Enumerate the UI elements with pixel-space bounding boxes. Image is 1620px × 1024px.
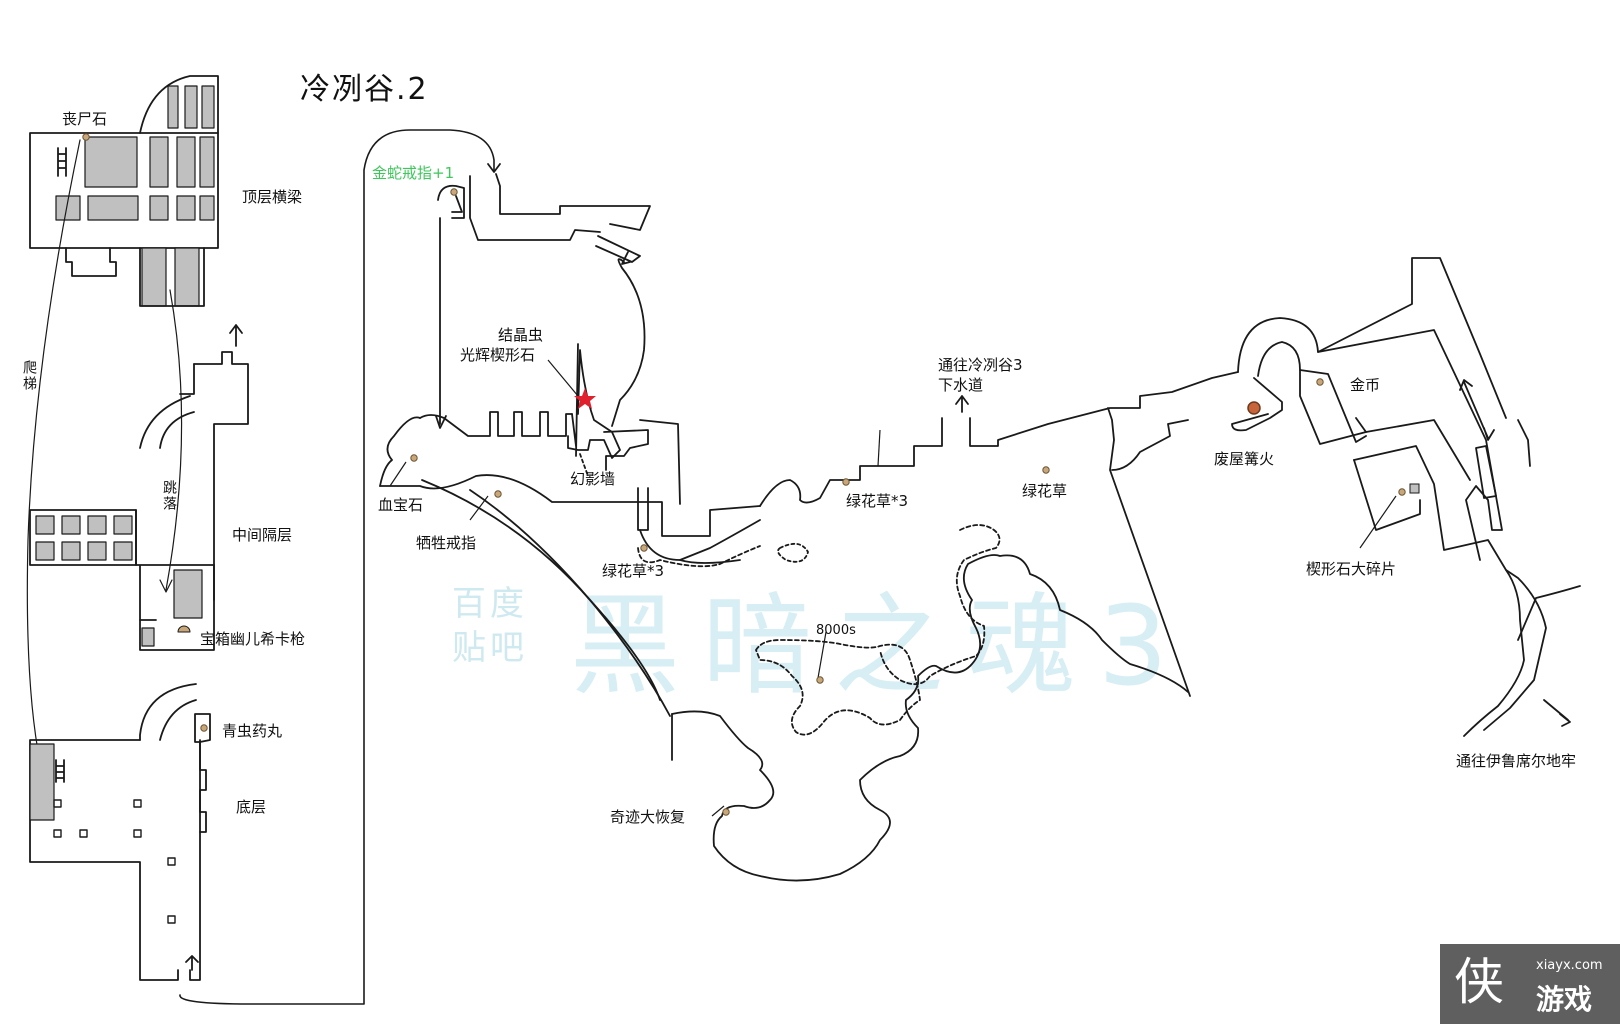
item-marker-gold-coin [1316,378,1324,386]
watermark-game-title: 黑暗之魂3 [570,582,1190,710]
label-twinkling-titanite: 光辉楔形石 [460,346,536,364]
label-blood-gem: 血宝石 [378,496,424,514]
label-illusory-wall: 幻影墙 [570,470,616,488]
bonfire-marker [1247,401,1261,415]
item-marker-souls [816,676,824,684]
right-area [1231,257,1581,737]
label-jump-down: 跳落 [161,480,177,512]
watermark-forum: 百度 贴吧 [452,582,528,670]
label-gold-coin: 金币 [1350,376,1381,394]
item-marker-sacrifice-ring [494,490,502,498]
label-great-heal: 奇迹大恢复 [610,808,686,826]
label-crystal-lizard: 结晶虫 [498,326,544,344]
watermark-forum-line1: 百度 [452,584,528,624]
label-sewer: 下水道 [938,376,984,394]
logo-glyph: 侠 [1454,953,1504,1011]
label-large-titanite-shard: 楔形石大碎片 [1306,560,1397,578]
label-green-pill: 青虫药丸 [222,722,283,740]
item-marker-green-pill [200,724,208,732]
label-top-beams: 顶层横梁 [242,188,303,206]
label-chest-estoc: 宝箱幽儿希卡枪 [200,630,306,648]
label-ground-floor: 底层 [236,798,267,816]
crystal-lizard-marker [574,388,596,409]
item-markers [82,133,1406,816]
large-shard-box [1409,483,1420,494]
label-green-blossom-3b: 绿花草*3 [846,492,909,510]
label-to-irithyll-dungeon: 通往伊鲁席尔地牢 [1456,752,1577,770]
label-sacrifice-ring: 牺牲戒指 [416,534,477,552]
label-green-blossom-3a: 绿花草*3 [602,562,665,580]
label-serpent-ring: 金蛇戒指+1 [372,164,455,182]
label-middle-floor: 中间隔层 [232,526,293,544]
item-marker-great-heal [722,808,730,816]
top-beams-area [29,75,219,307]
item-marker-large-shard [1398,488,1406,496]
label-climb-ladder: 爬梯 [21,360,37,392]
label-corpse-stone: 丧尸石 [62,110,108,128]
item-marker-serpent-ring [450,188,458,196]
item-marker-corpse-stone [82,133,90,141]
watermark-forum-line2: 贴吧 [452,628,528,668]
ground-floor-area [29,683,211,981]
item-marker-green-blossom-3a [640,544,648,552]
middle-floor-area [29,509,215,651]
label-souls: 8000s [816,623,856,638]
logo-site-url: xiayx.com [1536,958,1603,973]
map-title: 冷冽谷.2 [300,72,429,107]
item-marker-blood-gem [410,454,418,462]
site-logo[interactable]: 侠 xiayx.com 游戏 [1440,944,1620,1024]
label-to-boreal-valley-3: 通往冷冽谷3 [938,356,1023,374]
item-marker-green-blossom [1042,466,1050,474]
item-marker-green-blossom-3b [842,478,850,486]
label-green-blossom: 绿花草 [1022,482,1068,500]
label-bonfire: 废屋篝火 [1214,450,1275,468]
logo-brand: 游戏 [1536,983,1593,1016]
central-area [379,173,1239,882]
